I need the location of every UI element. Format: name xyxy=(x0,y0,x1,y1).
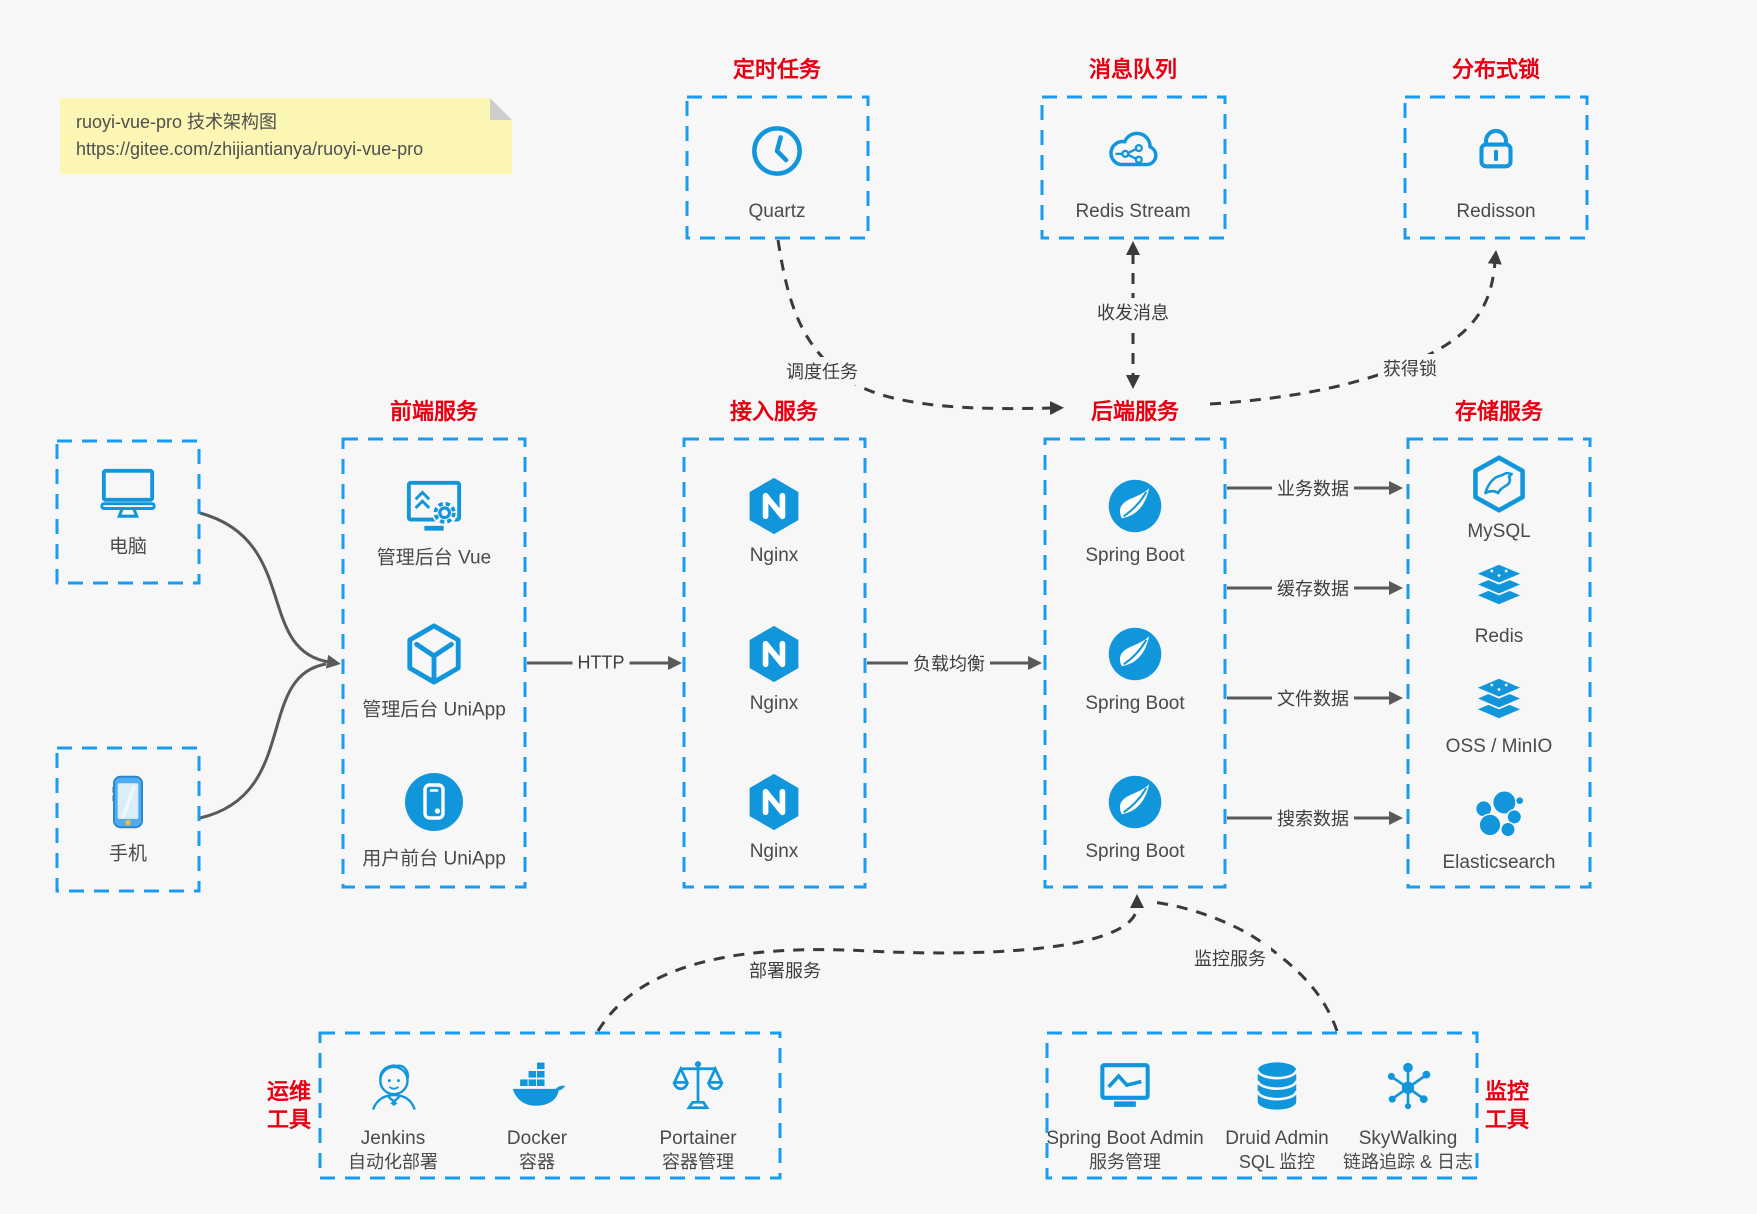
group-title-scheduled-task: 定时任务 xyxy=(732,57,822,82)
node-label-oss-minio: OSS / MinIO xyxy=(1445,736,1553,757)
note-title: ruoyi-vue-pro 技术架构图 xyxy=(76,112,278,132)
node-label-nginx-3: Nginx xyxy=(749,841,799,862)
storage-box xyxy=(1406,437,1592,889)
node-label-user-uniapp: 用户前台 UniApp xyxy=(362,848,506,870)
message-cloud-icon xyxy=(1102,126,1164,174)
edge-label-schedule: 调度任务 xyxy=(781,357,863,385)
node-label-portainer: Portainer xyxy=(659,1128,737,1149)
node-label-druid-admin: Druid Admin xyxy=(1225,1128,1329,1149)
spring-boot-icon xyxy=(1105,772,1165,832)
computer-icon xyxy=(97,465,159,523)
node-label-redis-stream: Redis Stream xyxy=(1075,201,1191,222)
spring-boot-icon xyxy=(1105,476,1165,536)
edge-label-load-balance: 负载均衡 xyxy=(908,649,990,677)
group-title-access: 接入服务 xyxy=(729,399,819,424)
spring-boot-admin-icon xyxy=(1096,1059,1154,1113)
node-label-docker: Docker xyxy=(506,1128,568,1149)
backend-box xyxy=(1043,437,1227,889)
portainer-icon xyxy=(669,1057,727,1115)
node-desc-spring-boot-admin: 服务管理 xyxy=(1089,1152,1161,1172)
edge-label-cache-data: 缓存数据 xyxy=(1272,574,1354,602)
edge-label-lock: 获得锁 xyxy=(1378,354,1442,382)
group-title-storage: 存储服务 xyxy=(1454,399,1544,424)
skywalking-icon xyxy=(1380,1058,1436,1114)
edge-label-search-data: 搜索数据 xyxy=(1272,804,1354,832)
edge-label-message: 收发消息 xyxy=(1092,298,1174,326)
node-desc-portainer: 容器管理 xyxy=(662,1152,734,1172)
edge-monitor xyxy=(1151,900,1339,1032)
admin-vue-icon xyxy=(403,477,465,535)
edge-computer-to-frontend xyxy=(199,511,341,669)
node-desc-jenkins: 自动化部署 xyxy=(348,1152,438,1172)
redis-stack-icon xyxy=(1470,562,1528,616)
node-label-nginx-2: Nginx xyxy=(749,693,799,714)
node-label-redisson: Redisson xyxy=(1456,201,1536,222)
phone-icon xyxy=(98,772,158,832)
group-title-ops-line2: 工具 xyxy=(266,1107,312,1132)
docker-icon xyxy=(507,1061,567,1111)
edge-label-monitor: 监控服务 xyxy=(1189,944,1271,972)
group-title-distributed-lock: 分布式锁 xyxy=(1451,57,1541,82)
node-label-spring-boot-3: Spring Boot xyxy=(1085,841,1185,862)
node-label-phone: 手机 xyxy=(108,843,148,865)
edge-label-deploy: 部署服务 xyxy=(744,956,826,984)
monitor-tools-box xyxy=(1045,1031,1479,1180)
uniapp-cube-icon xyxy=(403,623,465,685)
quartz-box xyxy=(685,95,870,240)
group-title-monitor-line1: 监控 xyxy=(1484,1079,1530,1104)
lock-icon xyxy=(1467,121,1525,179)
node-desc-skywalking: 链路追踪 & 日志 xyxy=(1342,1152,1474,1172)
redis-stream-box xyxy=(1040,95,1227,240)
node-label-admin-vue: 管理后台 Vue xyxy=(376,547,492,569)
elasticsearch-icon xyxy=(1470,789,1528,843)
computer-box xyxy=(55,439,201,585)
access-box xyxy=(682,437,867,889)
node-label-quartz: Quartz xyxy=(748,201,806,222)
sticky-note: ruoyi-vue-pro 技术架构图 https://gitee.com/zh… xyxy=(60,98,512,174)
oss-stack-icon xyxy=(1470,676,1528,730)
clock-icon xyxy=(748,122,806,180)
node-label-spring-boot-admin: Spring Boot Admin xyxy=(1046,1128,1204,1149)
phone-box xyxy=(55,746,201,893)
edge-label-file-data: 文件数据 xyxy=(1272,684,1354,712)
mysql-icon xyxy=(1470,455,1528,513)
nginx-icon xyxy=(744,476,804,536)
ops-tools-box xyxy=(318,1031,782,1180)
node-label-spring-boot-2: Spring Boot xyxy=(1085,693,1185,714)
group-title-frontend: 前端服务 xyxy=(389,399,479,424)
group-title-ops-line1: 运维 xyxy=(266,1079,312,1104)
node-label-computer: 电脑 xyxy=(108,536,148,558)
user-uniapp-icon xyxy=(402,770,466,834)
node-label-redis: Redis xyxy=(1474,626,1524,647)
node-label-mysql: MySQL xyxy=(1467,521,1531,542)
group-title-monitor-line2: 工具 xyxy=(1484,1107,1530,1132)
node-label-nginx-1: Nginx xyxy=(749,545,799,566)
node-desc-druid-admin: SQL 监控 xyxy=(1238,1152,1316,1172)
node-desc-docker: 容器 xyxy=(519,1152,555,1172)
jenkins-icon xyxy=(364,1057,422,1115)
spring-boot-icon xyxy=(1105,624,1165,684)
node-label-spring-boot-1: Spring Boot xyxy=(1085,545,1185,566)
edge-label-http: HTTP xyxy=(572,651,630,675)
nginx-icon xyxy=(744,624,804,684)
edge-phone-to-frontend xyxy=(199,662,327,820)
frontend-box xyxy=(341,437,527,889)
druid-database-icon xyxy=(1249,1059,1305,1113)
node-label-skywalking: SkyWalking xyxy=(1358,1128,1458,1149)
group-title-backend: 后端服务 xyxy=(1090,399,1180,424)
note-url: https://gitee.com/zhijiantianya/ruoyi-vu… xyxy=(76,139,424,159)
node-label-jenkins: Jenkins xyxy=(360,1128,426,1149)
edge-deploy xyxy=(596,894,1144,1032)
node-label-elasticsearch: Elasticsearch xyxy=(1442,852,1556,873)
edge-lock xyxy=(1209,250,1502,406)
node-label-admin-uniapp: 管理后台 UniApp xyxy=(362,699,506,721)
edge-label-business-data: 业务数据 xyxy=(1272,474,1354,502)
nginx-icon xyxy=(744,772,804,832)
redisson-box xyxy=(1403,95,1589,240)
group-title-message-queue: 消息队列 xyxy=(1088,57,1178,82)
